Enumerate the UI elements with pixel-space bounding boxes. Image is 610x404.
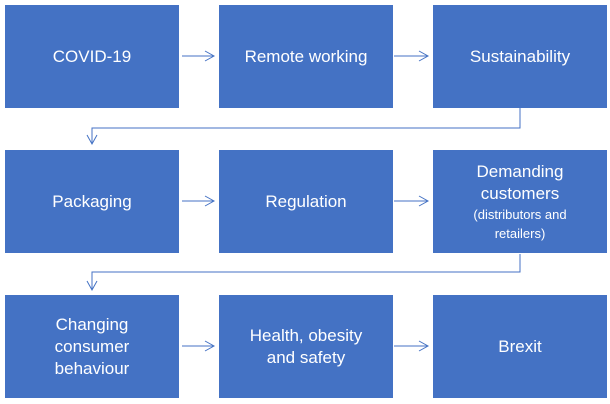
box-label: COVID-19	[52, 46, 132, 66]
box-demanding-customers: Demanding customers (distributors and re…	[433, 150, 607, 253]
arrow-sustainability-to-packaging	[86, 108, 521, 146]
box-label: Changing consumer behaviour	[54, 314, 130, 378]
box-changing-consumer-behaviour: Changing consumer behaviour	[5, 295, 179, 398]
box-label: Packaging	[52, 191, 132, 211]
box-brexit: Brexit	[433, 295, 607, 398]
box-label: Sustainability	[469, 46, 571, 66]
box-remote-working: Remote working	[219, 5, 393, 108]
arrow-customers-to-consumer	[86, 254, 521, 292]
box-label: Health, obesity and safety	[249, 325, 363, 367]
box-label: Brexit	[498, 336, 542, 356]
box-label: Regulation	[265, 191, 347, 211]
box-label: Remote working	[244, 46, 368, 66]
box-sustainability: Sustainability	[433, 5, 607, 108]
box-covid-19: COVID-19	[5, 5, 179, 108]
box-health-obesity-safety: Health, obesity and safety	[219, 295, 393, 398]
box-packaging: Packaging	[5, 150, 179, 253]
box-label: Demanding customers	[476, 161, 564, 203]
box-regulation: Regulation	[219, 150, 393, 253]
box-sublabel: (distributors and retailers)	[473, 206, 567, 241]
